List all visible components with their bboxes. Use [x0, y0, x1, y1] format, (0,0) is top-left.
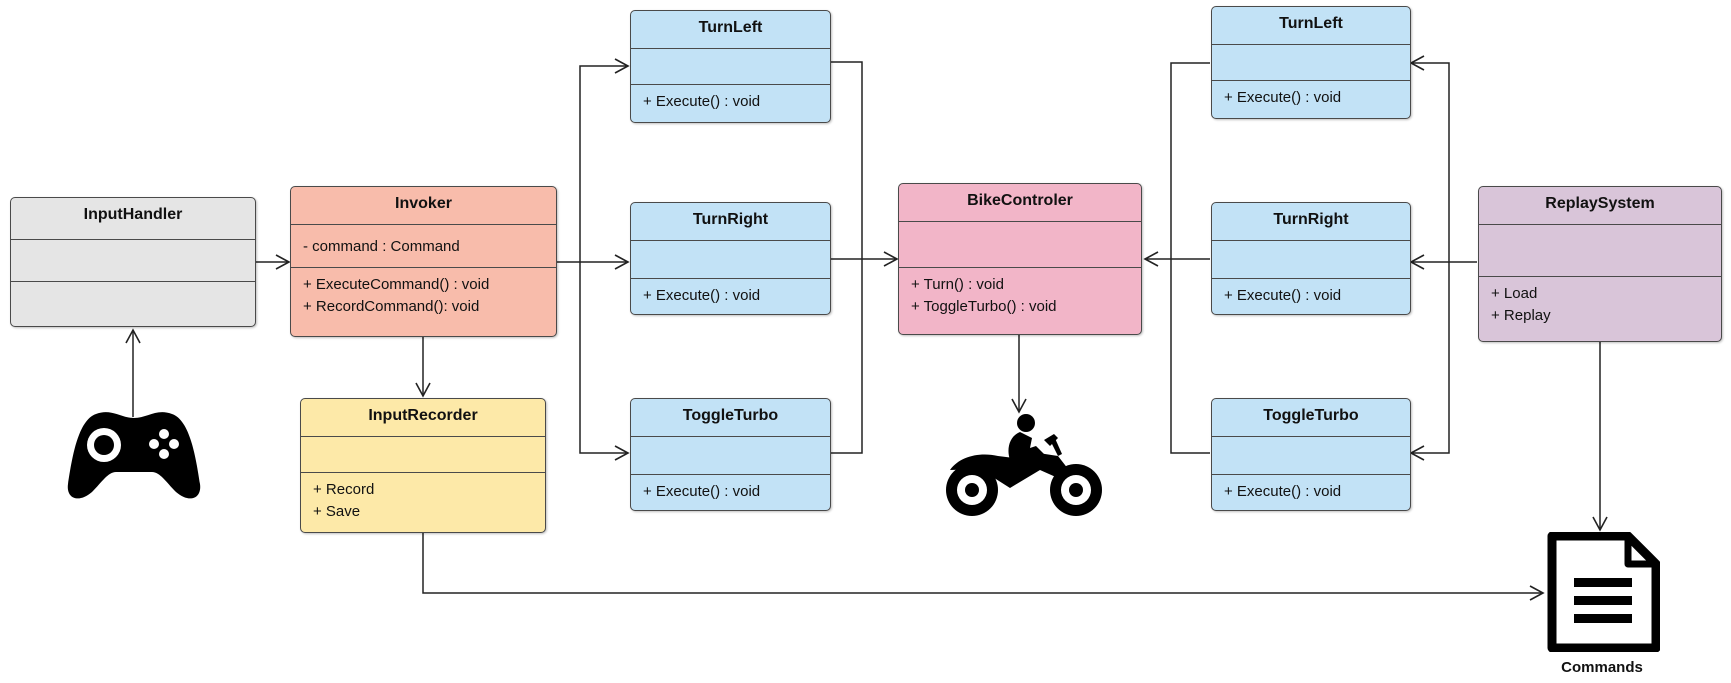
class-inputhandler[interactable]: InputHandler: [10, 197, 256, 327]
class-methods: [11, 282, 255, 288]
class-toggleturbo[interactable]: ToggleTurbo + Execute() : void: [630, 398, 831, 511]
class-title: TurnLeft: [631, 11, 830, 49]
class-title: ToggleTurbo: [631, 399, 830, 437]
class-attributes: [1212, 437, 1410, 475]
class-methods: + Turn() : void + ToggleTurbo() : void: [899, 268, 1141, 318]
class-bikecontroler[interactable]: BikeControler + Turn() : void + ToggleTur…: [898, 183, 1142, 335]
class-method: + RecordCommand(): void: [303, 298, 480, 315]
class-title: ReplaySystem: [1479, 187, 1721, 225]
class-title: TurnRight: [1212, 203, 1410, 241]
class-title: TurnRight: [631, 203, 830, 241]
class-method: + Execute() : void: [643, 483, 761, 500]
class-method: + Turn() : void: [911, 276, 1004, 293]
class-method: + ExecuteCommand() : void: [303, 276, 490, 293]
class-invoker[interactable]: Invoker - command : Command + ExecuteCom…: [290, 186, 557, 337]
class-methods: + Load + Replay: [1479, 277, 1721, 327]
class-turnleft-right[interactable]: TurnLeft + Execute() : void: [1211, 6, 1411, 119]
motorcycle-icon: [940, 412, 1108, 524]
connector-invoker-turnleft: [557, 58, 630, 263]
class-method: + ToggleTurbo() : void: [911, 298, 1057, 315]
class-title: ToggleTurbo: [1212, 399, 1410, 437]
class-title: Invoker: [291, 187, 556, 225]
class-method: + Execute() : void: [1224, 89, 1342, 106]
class-methods: + Execute() : void: [1212, 81, 1410, 109]
class-methods: + Execute() : void: [631, 85, 830, 113]
commands-caption: Commands: [1561, 659, 1643, 676]
class-toggleturbo-right[interactable]: ToggleTurbo + Execute() : void: [1211, 398, 1411, 511]
class-methods: + Execute() : void: [631, 475, 830, 503]
class-title: BikeControler: [899, 184, 1141, 222]
class-method: + Load: [1491, 285, 1538, 302]
connector-replay-toggleturbo: [1409, 262, 1450, 461]
class-methods: + Record + Save: [301, 473, 545, 523]
class-methods: + Execute() : void: [631, 279, 830, 307]
class-attributes: [631, 241, 830, 279]
class-method: + Save: [313, 503, 361, 520]
connector-invoker-toggleturbo: [579, 262, 630, 461]
class-attribute: - command : Command: [303, 237, 460, 255]
class-turnright-right[interactable]: TurnRight + Execute() : void: [1211, 202, 1411, 315]
class-method: + Execute() : void: [1224, 287, 1342, 304]
class-attributes: [1479, 225, 1721, 277]
class-attributes: [899, 222, 1141, 268]
class-inputrecorder[interactable]: InputRecorder + Record + Save: [300, 398, 546, 533]
class-attributes: [631, 437, 830, 475]
class-title: TurnLeft: [1212, 7, 1410, 45]
connector-turnleft-bike: [831, 61, 863, 454]
class-turnright[interactable]: TurnRight + Execute() : void: [630, 202, 831, 315]
connector-right-commands-join: [1170, 62, 1210, 454]
class-method: + Replay: [1491, 307, 1551, 324]
class-methods: + Execute() : void: [1212, 475, 1410, 503]
class-method: + Execute() : void: [643, 287, 761, 304]
class-attributes: [301, 437, 545, 473]
class-attributes: - command : Command: [291, 225, 556, 268]
class-methods: + ExecuteCommand() : void + RecordCommand…: [291, 268, 556, 318]
class-attributes: [1212, 241, 1410, 279]
connector-recorder-commands: [422, 533, 1545, 601]
class-attributes: [631, 49, 830, 85]
gamepad-icon: [66, 408, 202, 502]
class-method: + Record: [313, 481, 375, 498]
class-replaysystem[interactable]: ReplaySystem + Load + Replay: [1478, 186, 1722, 342]
class-method: + Execute() : void: [1224, 483, 1342, 500]
class-title: InputHandler: [11, 198, 255, 240]
class-attributes: [11, 240, 255, 282]
class-title: InputRecorder: [301, 399, 545, 437]
connector-replay-branch: [1409, 55, 1477, 263]
class-method: + Execute() : void: [643, 93, 761, 110]
document-icon: [1544, 531, 1661, 653]
class-attributes: [1212, 45, 1410, 81]
class-turnleft[interactable]: TurnLeft + Execute() : void: [630, 10, 831, 123]
class-methods: + Execute() : void: [1212, 279, 1410, 307]
